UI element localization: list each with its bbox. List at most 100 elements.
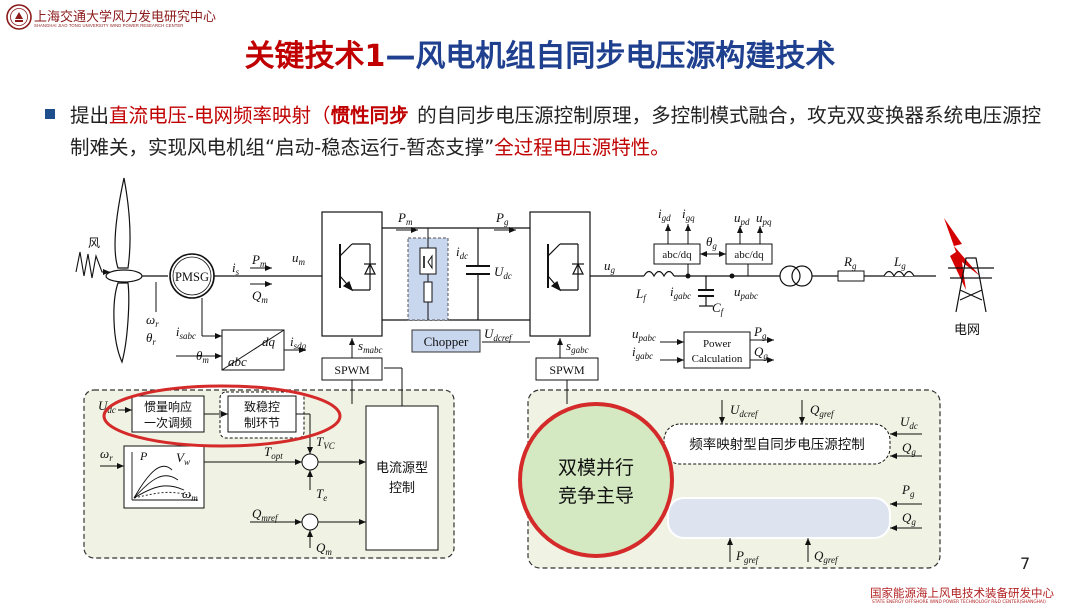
label-omega-m: ωm <box>182 486 198 503</box>
power-calc-label-2: Calculation <box>692 353 743 365</box>
inertia-label-2: 一次调频 <box>144 416 192 430</box>
bullet-text-7: 全过程电压源特性。 <box>494 136 670 159</box>
spwm-label-machine: SPWM <box>334 363 370 377</box>
grid-tower-icon <box>944 218 994 313</box>
label-theta-m: θm <box>196 348 209 365</box>
label-lg: Lg <box>893 254 906 271</box>
label-upabc: upabc <box>734 284 758 301</box>
label-rg: Rg <box>843 254 857 271</box>
label-theta-g: θg <box>706 234 717 251</box>
label-upd: upd <box>734 210 750 227</box>
bullet-text-6: “启动-稳态运行-暂态支撑” <box>265 136 495 159</box>
transformer-icon <box>779 265 813 287</box>
abc-dq-label-1: abc/dq <box>662 249 692 261</box>
spwm-label-grid: SPWM <box>549 363 585 377</box>
grid-side-converter <box>529 211 591 337</box>
label-isabc: isabc <box>176 324 196 341</box>
summing-junction-2 <box>301 513 319 531</box>
label-is: is <box>232 260 240 277</box>
label-r-qg: Qg <box>902 440 916 457</box>
label-smabc: smabc <box>358 338 383 355</box>
slide-title: 关键技术1—风电机组自同步电压源构建技术 <box>0 31 1080 75</box>
label-left-udc: Udc <box>98 398 116 415</box>
label-p-axis: P <box>139 449 148 463</box>
label-pc-upabc: upabc <box>632 326 656 343</box>
filter-inductor <box>643 270 675 278</box>
university-seal-logo <box>6 4 32 30</box>
dual-mode-label-1: 双模并行 <box>558 457 634 479</box>
label-isdq: isdq <box>290 334 307 351</box>
label-omega-r-ctrl: ωr <box>100 446 113 463</box>
grid-inductor <box>883 270 915 278</box>
label-omega-r: ωr <box>146 312 159 329</box>
bullet-text-5: 的自同步电压源控制原理，多控制模式融合，攻克双变换器系统电压源控制难关，实现风电… <box>70 104 1042 159</box>
stab-label-2: 制环节 <box>244 416 280 430</box>
filter-capacitor <box>698 276 714 307</box>
current-src-label-2: 控制 <box>389 481 415 496</box>
chopper-box <box>411 329 481 353</box>
label-ug: ug <box>604 258 616 275</box>
wind-label: 风 <box>88 236 100 250</box>
bullet-text-2: 直流电压-电网频率映射（ <box>109 104 331 127</box>
label-r-qgref: Qgref <box>810 402 835 419</box>
label-qm-ctrl: Qm <box>316 540 332 557</box>
chopper-label: Chopper <box>424 334 469 349</box>
bullet-text-3: 惯性同步 <box>330 104 409 127</box>
label-idc: idc <box>456 244 468 261</box>
label-vw: Vw <box>176 450 190 467</box>
label-lf: Lf <box>635 286 647 303</box>
pmsg-label: PMSG <box>175 270 209 284</box>
label-r-pgref: Pgref <box>735 548 760 565</box>
label-r-qg2: Qg <box>902 510 916 527</box>
control-diagram: 风 PMSG is Pm Qm um Pm Chopper Udcref <box>75 177 994 569</box>
label-pm: Pm <box>251 252 267 269</box>
label-igabc: igabc <box>670 284 691 301</box>
label-upq: upq <box>756 210 772 227</box>
mppt-curve-block <box>123 445 205 509</box>
label-abc: abc <box>228 354 247 369</box>
label-um: um <box>292 250 306 267</box>
label-dq: dq <box>262 334 276 349</box>
label-pc-igabc: igabc <box>632 344 653 361</box>
summing-junction-1 <box>301 453 319 471</box>
label-udcref: Udcref <box>484 326 513 343</box>
label-pg-dc: Pg <box>495 210 509 227</box>
highlight-ellipse-left <box>102 384 342 448</box>
label-r-qgref2: Qgref <box>814 548 839 565</box>
page-number: 7 <box>1020 554 1031 573</box>
label-pm-dc: Pm <box>397 210 413 227</box>
freq-mapping-control-block <box>663 423 891 465</box>
label-topt: Topt <box>264 444 283 461</box>
dual-mode-circle <box>518 402 674 558</box>
bullet-text-4: ） <box>397 104 418 127</box>
footer-org-en: STATE ENERGY OFFSHORE WIND POWER TECHNOL… <box>872 600 1046 605</box>
label-r-udcref: Udcref <box>730 402 759 419</box>
title-part-2: —风电机组自同步电压源构建技术 <box>385 39 836 74</box>
bullet-square-icon <box>45 109 55 119</box>
bullet-text-1: 提出 <box>70 104 110 127</box>
current-src-label-1: 电流源型 <box>376 461 428 476</box>
org-name-cn: 上海交通大学风力发电研究中心 <box>34 10 217 25</box>
label-tvc: TVC <box>316 434 336 451</box>
power-calc-label-1: Power <box>703 338 731 350</box>
label-sgabc: sgabc <box>566 338 589 355</box>
power-calculation-block <box>683 331 751 369</box>
freq-map-label: 频率映射型自同步电压源控制 <box>689 436 865 453</box>
grid-label: 电网 <box>954 323 980 338</box>
bullet-paragraph: 提出直流电压-电网频率映射（惯性同步）的自同步电压源控制原理，多控制模式融合，攻… <box>70 100 1060 164</box>
label-r-udc: Udc <box>900 414 918 431</box>
abc-dq-label-2: abc/dq <box>734 249 764 261</box>
wind-turbine-icon <box>105 177 168 364</box>
grid-resistor <box>837 270 865 282</box>
title-part-1: 关键技术1 <box>244 39 386 74</box>
second-mode-control-block <box>667 497 891 539</box>
inertia-response-block <box>131 395 205 433</box>
label-cf: Cf <box>712 300 725 317</box>
label-qm: Qm <box>252 288 268 305</box>
machine-side-converter <box>321 211 383 337</box>
label-theta-r: θr <box>146 330 156 347</box>
abc-dq-block-2 <box>725 243 773 265</box>
label-igq: igq <box>682 206 695 223</box>
inertia-label-1: 惯量响应 <box>144 399 192 414</box>
label-pc-qg: Qg <box>754 344 768 361</box>
